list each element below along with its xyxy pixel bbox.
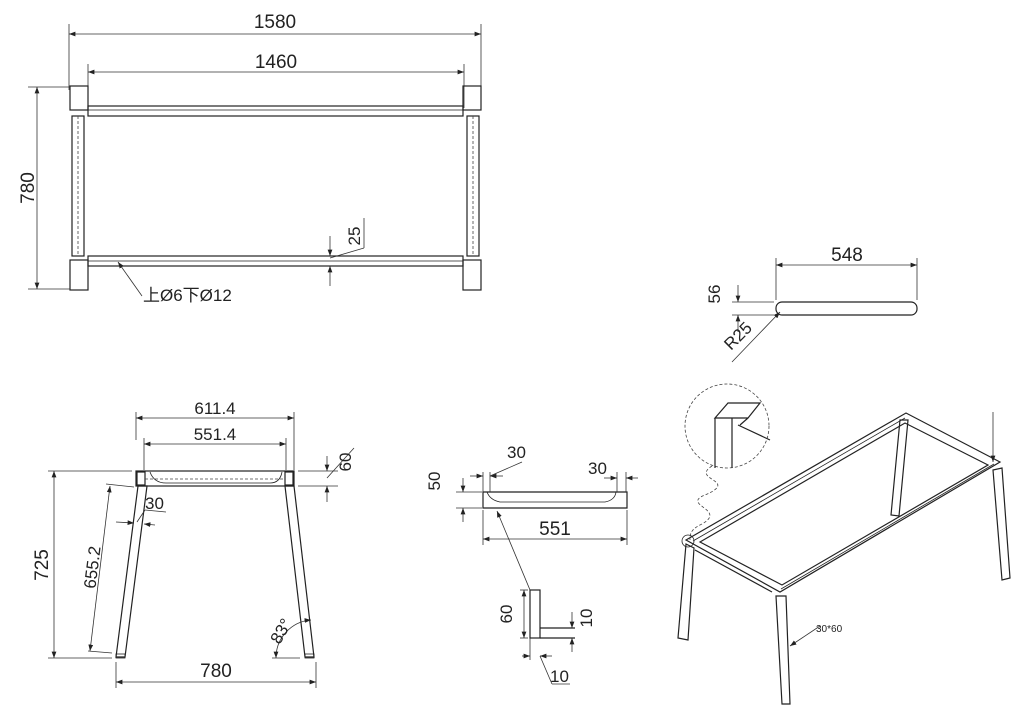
dim-foot-span: 780 [200,661,232,682]
rail-section: 30 30 50 551 60 10 10 [425,443,638,686]
hole-note: 上Ø6下Ø12 [143,286,232,305]
dim-overall-length: 1580 [254,12,296,33]
dim-profile-height: 60 [497,605,516,624]
top-view: 1580 1460 780 25 上Ø6下Ø12 [18,12,482,305]
iso-leg [677,543,695,641]
dim-outer-width: 611.4 [194,399,235,418]
iso-frame-outer [684,412,1002,593]
dim-top-thickness: 56 [705,285,724,304]
dim-leg-angle: 83° [267,615,296,647]
tabletop-profile [775,301,918,316]
side-view: 611.4 551.4 60 725 655.2 30 8 [32,399,355,688]
dim-wall-top: 10 [577,609,596,628]
dim-wall-bottom: 10 [550,667,569,686]
detail-circle [684,383,770,469]
long-rail-top [87,105,464,117]
dim-inner-width: 551.4 [194,425,237,444]
rail-profile [482,491,628,509]
dim-rail-section-height: 50 [425,472,444,491]
dim-depth: 780 [18,172,39,204]
dim-inner-length: 1460 [255,52,297,73]
leg-block [69,85,89,111]
tabletop-section: 548 56 R25 [705,245,918,363]
tube-size-label: 30*60 [816,624,843,635]
profile-detail [529,589,541,639]
dim-rail-length: 551 [539,519,571,540]
dim-leg-width: 30 [145,494,164,513]
isometric-view: 30*60 [677,383,1011,705]
leg-left [115,485,148,658]
dim-left-lip: 30 [507,443,526,462]
side-rail [135,470,295,487]
dim-leg-length: 655.2 [81,545,105,590]
dim-top-width: 548 [831,245,863,266]
dim-right-lip: 30 [588,459,607,478]
dim-height: 725 [32,549,53,581]
dim-top-radius: R25 [720,318,755,353]
dim-rail-height: 60 [336,453,355,472]
dim-rail-offset: 25 [345,227,364,246]
